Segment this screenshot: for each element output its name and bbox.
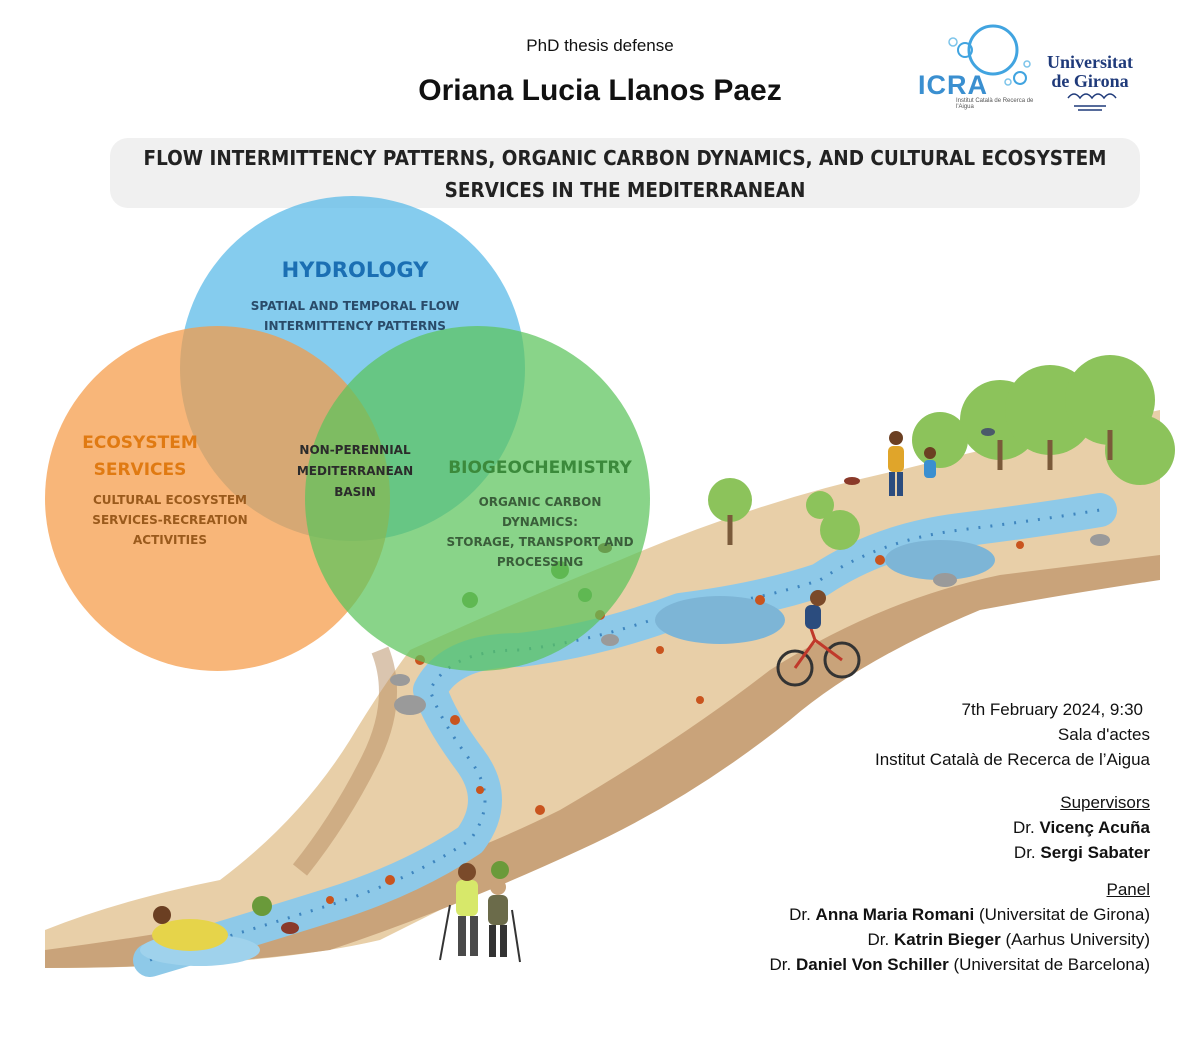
udg-wordmark-line1: Universitat	[1047, 52, 1133, 72]
ecosystem-services-description: CULTURAL ECOSYSTEM SERVICES-RECREATION A…	[92, 493, 248, 547]
event-venue: Institut Català de Recerca de l’Aigua	[875, 750, 1150, 769]
title-banner	[110, 138, 1140, 208]
udg-logo	[1067, 93, 1117, 111]
swimmer-figure	[152, 906, 228, 951]
hydrology-heading: HYDROLOGY	[281, 258, 429, 282]
supervisor-item: Dr. Vicenç Acuña	[1012, 818, 1150, 837]
ecosystem-services-heading: ECOSYSTEM SERVICES	[82, 433, 198, 480]
venn-center-label: NON-PERENNIAL MEDITERRANEAN BASIN	[296, 443, 414, 499]
panel-heading: Panel	[1106, 880, 1150, 899]
panel-member: Dr. Katrin Bieger (Aarhus University)	[867, 930, 1151, 949]
panel-member: Dr. Anna Maria Romani (Universitat de Gi…	[789, 905, 1150, 924]
event-datetime: 7th February 2024, 9:30	[961, 700, 1143, 719]
candidate-name: Oriana Lucia Llanos Paez	[418, 74, 782, 107]
udg-wordmark-line2: de Girona	[1051, 71, 1129, 91]
panel-member: Dr. Daniel Von Schiller (Universitat de …	[769, 955, 1150, 974]
icra-wordmark: ICRA	[918, 70, 988, 100]
icra-subtext: Institut Català de Recerca de l'Aigua	[956, 98, 1034, 110]
icra-logo	[948, 24, 1031, 86]
thesis-title-line1: FLOW INTERMITTENCY PATTERNS, ORGANIC CAR…	[143, 146, 1107, 170]
thesis-title-line2: SERVICES IN THE MEDITERRANEAN	[444, 178, 806, 202]
walkers-figure	[888, 431, 936, 496]
event-type: PhD thesis defense	[526, 36, 674, 55]
cyclist-figure	[776, 590, 861, 687]
supervisor-item: Dr. Sergi Sabater	[1013, 843, 1150, 862]
biogeochemistry-heading: BIOGEOCHEMISTRY	[448, 458, 632, 478]
hikers-figure	[439, 863, 521, 963]
hydrology-description: SPATIAL AND TEMPORAL FLOW INTERMITTENCY …	[250, 299, 460, 333]
biogeochemistry-circle	[305, 326, 650, 671]
supervisors-heading: Supervisors	[1060, 793, 1150, 812]
biogeochemistry-description: ORGANIC CARBON DYNAMICS: STORAGE, TRANSP…	[446, 495, 634, 569]
event-room: Sala d'actes	[1057, 725, 1150, 744]
